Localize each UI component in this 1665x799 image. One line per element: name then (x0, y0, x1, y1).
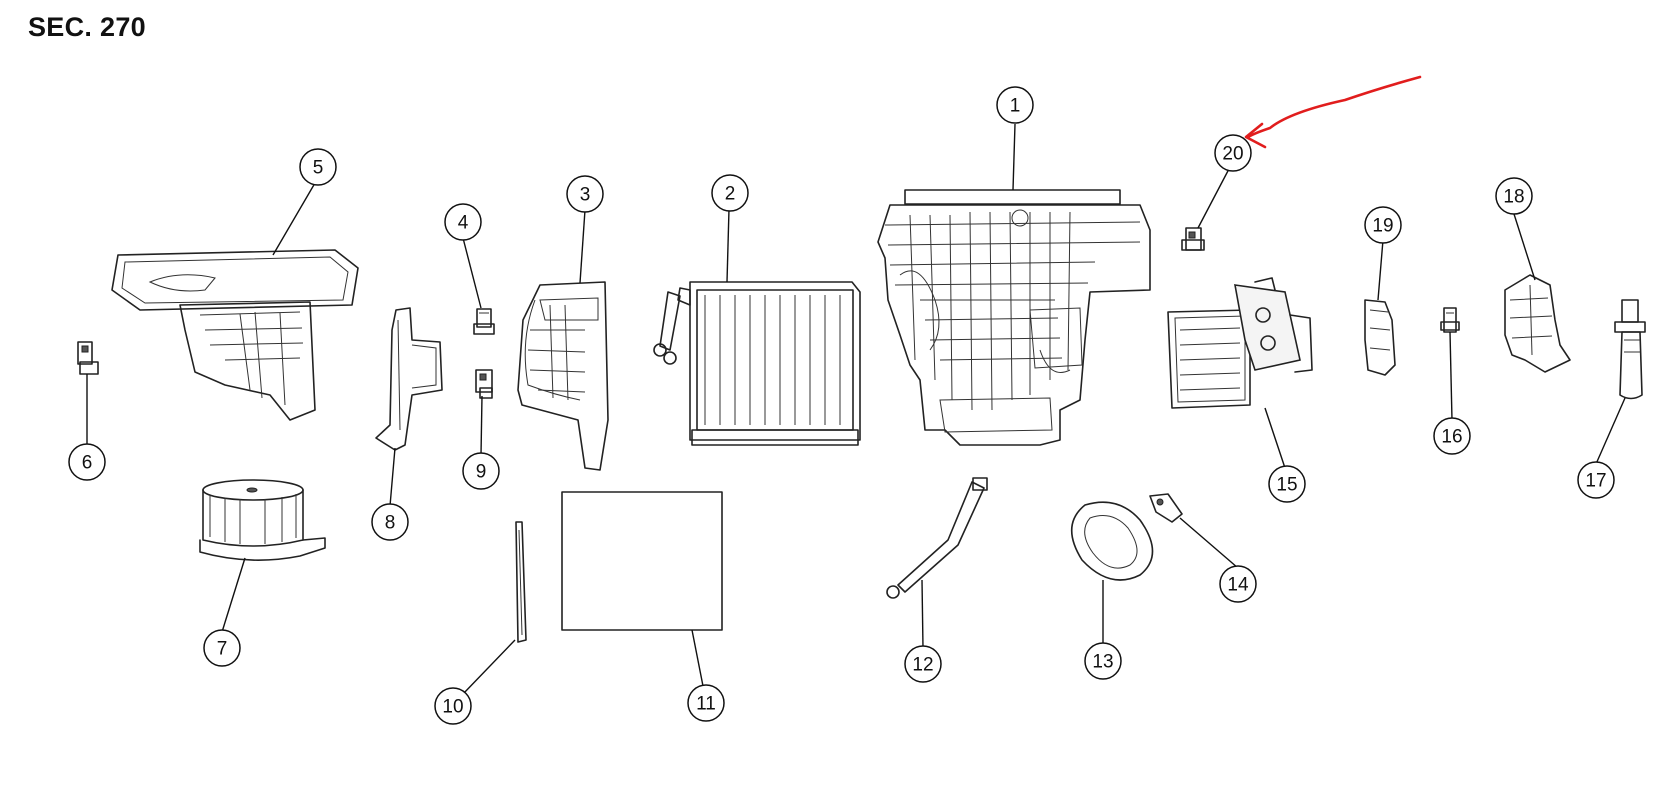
callout-10: 10 (434, 687, 472, 725)
part-7-blower-motor (199, 479, 326, 561)
callout-12-label: 12 (912, 655, 933, 676)
callout-3-label: 3 (580, 185, 591, 206)
callout-12: 12 (904, 645, 942, 683)
callout-8: 8 (371, 503, 409, 541)
callout-16: 16 (1433, 417, 1471, 455)
callout-group: 1 2 3 4 5 6 7 8 9 10 11 12 13 14 15 16 1… (68, 86, 1615, 725)
part-3-case-half (517, 281, 609, 471)
leader-lines (86, 123, 1626, 695)
callout-7-label: 7 (217, 639, 228, 660)
callout-1-label: 1 (1010, 96, 1021, 117)
part-15-heater-core (1167, 277, 1313, 409)
part-4-sensor (473, 308, 495, 335)
callout-2: 2 (711, 174, 749, 212)
callout-18: 18 (1495, 177, 1533, 215)
part-2-evaporator (653, 281, 861, 446)
part-16-sensor (1440, 307, 1460, 333)
part-19-bracket (1364, 299, 1396, 376)
part-17-valve (1614, 299, 1646, 400)
part-12-drain-hose (886, 477, 988, 599)
callout-17-label: 17 (1585, 471, 1606, 492)
callout-5-label: 5 (313, 158, 324, 179)
callout-14-label: 14 (1227, 575, 1249, 596)
callout-6-label: 6 (82, 453, 93, 474)
callout-17: 17 (1577, 461, 1615, 499)
callout-11: 11 (687, 684, 725, 722)
callout-10-label: 10 (442, 697, 463, 718)
callout-15: 15 (1268, 465, 1306, 503)
callout-3: 3 (566, 175, 604, 213)
part-14-clip (1149, 493, 1183, 523)
callout-6: 6 (68, 443, 106, 481)
callout-8-label: 8 (385, 513, 396, 534)
callout-20: 20 (1214, 134, 1252, 172)
callout-13: 13 (1084, 642, 1122, 680)
part-11-filter (561, 491, 723, 631)
part-5-blower-case (111, 249, 359, 421)
red-annotation-arrow (1244, 75, 1422, 149)
callout-9: 9 (462, 452, 500, 490)
part-8-bracket (375, 307, 443, 451)
section-title: SEC. 270 (28, 12, 146, 42)
callout-20-label: 20 (1222, 144, 1243, 165)
callout-1: 1 (996, 86, 1034, 124)
callout-7: 7 (203, 629, 241, 667)
callout-5: 5 (299, 148, 337, 186)
part-1-main-case (877, 189, 1151, 446)
part-9-actuator (475, 369, 493, 399)
part-10-seal-strip (515, 521, 527, 643)
callout-19: 19 (1364, 206, 1402, 244)
part-6-connector (77, 341, 99, 375)
callout-14: 14 (1219, 565, 1257, 603)
callout-11-label: 11 (696, 694, 716, 715)
callout-4-label: 4 (458, 213, 469, 234)
callout-15-label: 15 (1276, 475, 1297, 496)
part-20-connector (1181, 227, 1205, 251)
callout-16-label: 16 (1441, 427, 1462, 448)
callout-19-label: 19 (1372, 216, 1393, 237)
callout-13-label: 13 (1092, 652, 1113, 673)
callout-4: 4 (444, 203, 482, 241)
callout-9-label: 9 (476, 462, 487, 483)
callout-18-label: 18 (1503, 187, 1524, 208)
callout-2-label: 2 (725, 184, 736, 205)
part-13-grommet (1070, 501, 1154, 581)
part-18-actuator (1504, 274, 1571, 373)
